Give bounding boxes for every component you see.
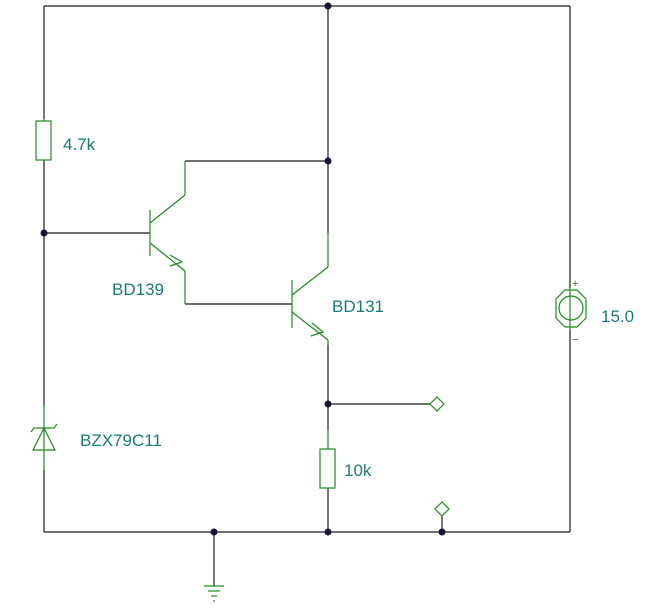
q2-label: BD131	[332, 297, 384, 316]
q1-label: BD139	[112, 280, 164, 299]
voltage-source	[555, 288, 587, 330]
resistor-r2	[319, 430, 336, 489]
junction-dot	[40, 229, 48, 237]
junction-dot	[438, 528, 446, 536]
zener-diode	[30, 405, 58, 470]
ground-icon	[204, 585, 224, 602]
transistor-q1	[149, 161, 186, 304]
source-minus-sign: −	[572, 334, 578, 346]
r2-label: 10k	[344, 461, 372, 480]
junction-dot	[324, 528, 332, 536]
r1-label: 4.7k	[63, 135, 96, 154]
junction-dot	[324, 400, 332, 408]
junction-dot	[324, 157, 332, 165]
transistor-q2	[291, 233, 329, 345]
source-label: 15.0	[601, 307, 634, 326]
junction-dot	[324, 2, 332, 10]
zener-label: BZX79C11	[80, 431, 162, 450]
wires	[43, 5, 571, 586]
output-terminal[interactable]	[429, 396, 445, 412]
junction-dot	[210, 528, 218, 536]
ground-terminal[interactable]	[434, 501, 450, 517]
source-plus-sign: +	[572, 278, 578, 290]
resistor-r1	[35, 118, 52, 161]
junctions	[40, 2, 446, 536]
